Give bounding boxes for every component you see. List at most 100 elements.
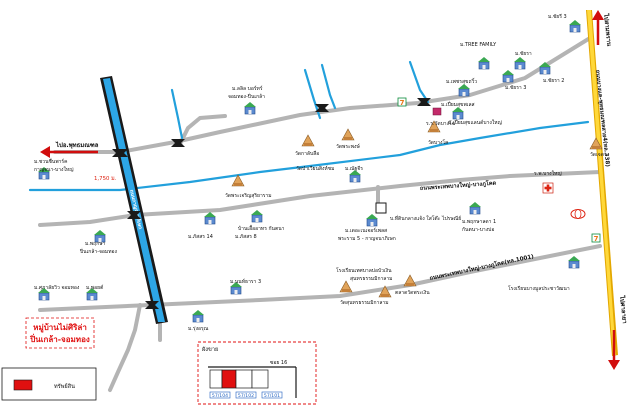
village-icon: [457, 83, 471, 97]
canal-main: [28, 120, 590, 192]
road-label-bangyai-south: ถนนพระเทพบางใหญ่-บางภูโคด(ทล.1001): [429, 252, 535, 283]
road-soi-nw: [178, 114, 227, 146]
village-icon: [451, 106, 465, 120]
direction-southeast: ไปศาลายา: [608, 294, 629, 370]
canal-north-3: [408, 60, 430, 104]
label-nonthaburi3: ม.นนท์ธารา 3: [230, 278, 261, 285]
label-wat-mid: วัดป่าเวียนสิงห์ชม: [296, 165, 334, 172]
bridge-icon: [171, 139, 185, 147]
label-ruangrong: ม.รุ่งอรุณ: [188, 326, 209, 332]
label-distance: 1,750 ม.: [94, 176, 117, 182]
inset-road-label: ซอย 16: [270, 360, 287, 366]
village-icon: [513, 56, 527, 70]
seven-eleven-icon: [591, 233, 601, 244]
road-bangyai-north: [53, 36, 592, 154]
inset-plot-104: [209, 369, 223, 389]
label-ek-pk: ม.พฤกษา: [85, 241, 106, 247]
legend-property-label: ทรัพย์สิน: [54, 382, 75, 390]
temple-icon: [403, 274, 417, 287]
sale-plan-inset: ผังขาย ซอย 16 57/104 57/102 57/101: [197, 341, 317, 405]
label-wat-bang: วัดพระพงษ์: [336, 143, 360, 150]
label-rotkhet: ม.เปี่ยมสุขพเลส: [441, 101, 475, 108]
toyota-icon: [570, 209, 586, 219]
temple-icon: [341, 128, 355, 141]
label-sena2: กาญจนา-บางใหญ่: [34, 166, 73, 173]
label-baan: บ้านเอื้ออาทร กันตนา: [238, 223, 285, 232]
village-icon: [477, 56, 491, 70]
label-ek-pk2: ปิ่นเกล้า-จอมทอง: [80, 248, 118, 255]
label-lalin2: จอมทอง-ปิ่นเกล้า: [228, 93, 265, 100]
inset-plot-101: [251, 369, 269, 389]
label-wat-klang: วัดกาลับลือ: [295, 150, 319, 157]
inset-title: ผังขาย: [202, 346, 218, 353]
project-title-line2: ปิ่นเกล้า-จอมทอง: [30, 333, 90, 344]
label-school2: สุนทรธรรมมิกาลาม: [350, 275, 392, 282]
bridge-icon: [417, 98, 431, 106]
village-icon: [567, 255, 581, 269]
legend-property-swatch: [13, 379, 33, 391]
label-chaiya2: ม.ชัยรา 2: [543, 78, 564, 84]
inset-plot-target: [221, 369, 237, 389]
label-hospital: ร.พ.บางใหญ่: [534, 170, 562, 177]
road-central: [38, 170, 602, 227]
land-office-icon: [432, 107, 442, 116]
label-moo-chaiya: ม.ชัยรา: [515, 51, 532, 57]
direction-label-southeast: ไปศาลายา: [618, 294, 629, 324]
village-icon: [568, 19, 582, 33]
label-school-east: โรงเรียนบางมูลประชาวัฒนา: [508, 285, 570, 292]
bridge-icon: [112, 149, 128, 157]
inset-plot-label-101: 57/101: [264, 393, 280, 399]
seven-eleven-icon: [397, 97, 407, 108]
label-cas8: ม.ภัสสร 8: [235, 234, 257, 240]
inset-plot-label-102: 57/102: [238, 393, 254, 399]
project-title-box: หมู่บ้านไม่ศิริล่า ปิ่นเกล้า-จอมทอง: [25, 317, 95, 349]
place-labels: ม.ชัยรี 3 ม.ชัยรา ม.TREE FAMILY ม.ชัยรา …: [34, 13, 607, 332]
legend: ทรัพย์สิน: [1, 367, 97, 401]
village-icon: [501, 69, 515, 83]
inset-plot-102: [235, 369, 253, 389]
label-pattana: ม.พอยต์: [86, 284, 103, 291]
place-markers: [37, 19, 603, 323]
label-chaiya3: ม.ชัยรา 3: [505, 85, 526, 91]
road-soi-south: [108, 303, 142, 392]
label-lalin: ม.ลลิล บอร์ทร์: [232, 85, 263, 92]
bridge-icon: [127, 211, 141, 219]
canal-west-1: [170, 88, 184, 140]
temple-icon: [301, 134, 315, 147]
direction-northeast: ไปสามพราน: [592, 10, 613, 47]
label-pk-nw: ม.พฤกษาลดา 1: [462, 219, 496, 225]
phetkasem-highway: ถนนบางแค-พุทธมณฑลสาย4(ทล.338): [586, 10, 618, 356]
label-sena: ม.ชวนชื่นพาร์ค: [34, 158, 67, 165]
project-title-line1: หมู่บ้านไม่ศิริล่า: [33, 322, 87, 333]
hospital-icon: [542, 182, 554, 194]
label-cas14: ม.ภัสสร 14: [188, 234, 213, 240]
inset-plot-label-104: 57/104: [212, 393, 228, 399]
label-tree-family: ม.TREE FAMILY: [460, 42, 497, 48]
label-wat-south: วัดสุนทรธรรมมิกาลาม: [340, 299, 389, 306]
label-phetsuk: ม.เพชรสุขถวิ้ว: [446, 76, 477, 85]
kanchanaphisek-highway: ถนนกาญจนาภิเษก: [100, 76, 168, 324]
label-pk-mansion2: พระราม 5 - กาญจนาภิเษก: [338, 235, 396, 242]
label-moo-ch: ม.ณัฐจีร: [345, 165, 363, 172]
label-school: โรงเรียนเทศบาลบ่อบัวเงิน: [336, 267, 392, 274]
road-bangyai-south: [38, 244, 602, 312]
label-bangyai-ban: ม.เปี่ยมสุขแลนด์บางใหญ่: [448, 119, 502, 126]
label-pk-mansion: ม.เดอะเนเจอร์เพลส: [345, 227, 387, 234]
label-wat-ne2: วัดเจดา: [590, 152, 607, 158]
direction-label-northeast: ไปสามพราน: [602, 12, 614, 47]
bridge-icon: [315, 104, 329, 112]
village-icon: [191, 309, 205, 323]
label-moo-chai: ม.ชัยรี 3: [548, 13, 567, 20]
canal-north-2: [320, 63, 337, 110]
village-icon: [468, 201, 482, 215]
village-icon: [203, 211, 217, 225]
label-market: ตลาดวัดพระเงิน: [395, 289, 430, 296]
temple-icon: [339, 280, 353, 293]
direction-label-west: ไปอ.พุทธมณฑล: [55, 141, 99, 149]
direction-west: ไปอ.พุทธมณฑล: [40, 141, 99, 158]
bridge-icon: [145, 301, 159, 309]
label-land: บ.ที่ดินกลางแจ้ง ใสโต๊ะ ไปรษณีย์: [390, 215, 461, 222]
village-icon: [243, 101, 257, 115]
